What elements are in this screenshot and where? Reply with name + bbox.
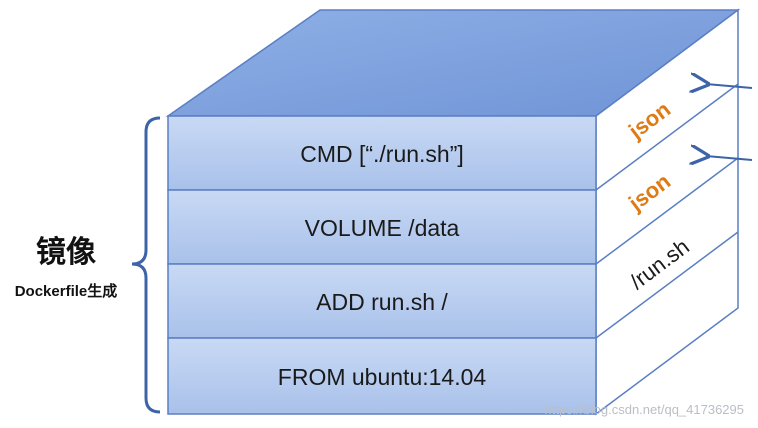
layer-from: FROM ubuntu:14.04: [167, 337, 597, 415]
image-subtitle: Dockerfile生成: [15, 282, 118, 300]
layer-volume-label: VOLUME /data: [305, 215, 460, 241]
layer-from-label: FROM ubuntu:14.04: [278, 364, 487, 390]
layer-add-label: ADD run.sh /: [316, 289, 448, 315]
layer-add: ADD run.sh /: [167, 263, 597, 339]
arrow-icon-json-2: [706, 156, 753, 160]
layer-cmd-label: CMD [“./run.sh”]: [300, 141, 464, 167]
side-divider-3: [595, 231, 739, 339]
arrow-icon-json-1: [706, 84, 753, 88]
side-divider-1: [595, 83, 739, 191]
watermark-text: https://blog.csdn.net/qq_41736295: [545, 402, 745, 417]
side-divider-2: [595, 157, 739, 265]
image-title: 镜像: [36, 235, 96, 270]
layer-cmd: CMD [“./run.sh”]: [167, 115, 597, 191]
layer-volume: VOLUME /data: [167, 189, 597, 265]
left-bracket-icon: [131, 116, 161, 414]
